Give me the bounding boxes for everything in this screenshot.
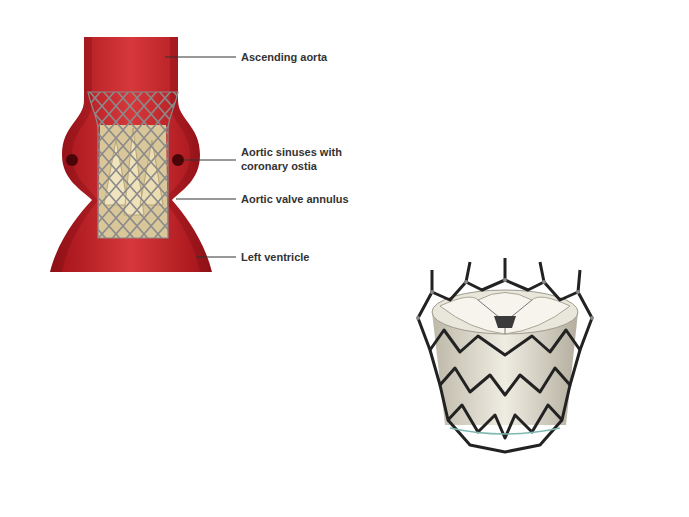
part-label: Aortic sinuses with coronary ostia: [241, 145, 359, 173]
aorta-wall: [50, 37, 212, 272]
part-label: Ascending aorta: [241, 50, 381, 64]
aorta-lumen: [62, 37, 200, 272]
coronary-ostium: [66, 154, 78, 166]
stent-frame: [88, 92, 178, 238]
part-label: Left ventricle: [241, 250, 381, 264]
leader-line: [176, 199, 236, 200]
leader-line: [196, 257, 236, 258]
coronary-ostium: [172, 154, 184, 166]
leader-line: [165, 57, 236, 58]
part-label: Aortic valve annulus: [241, 192, 381, 206]
leader-line: [184, 160, 236, 161]
valve-render: [416, 258, 594, 452]
